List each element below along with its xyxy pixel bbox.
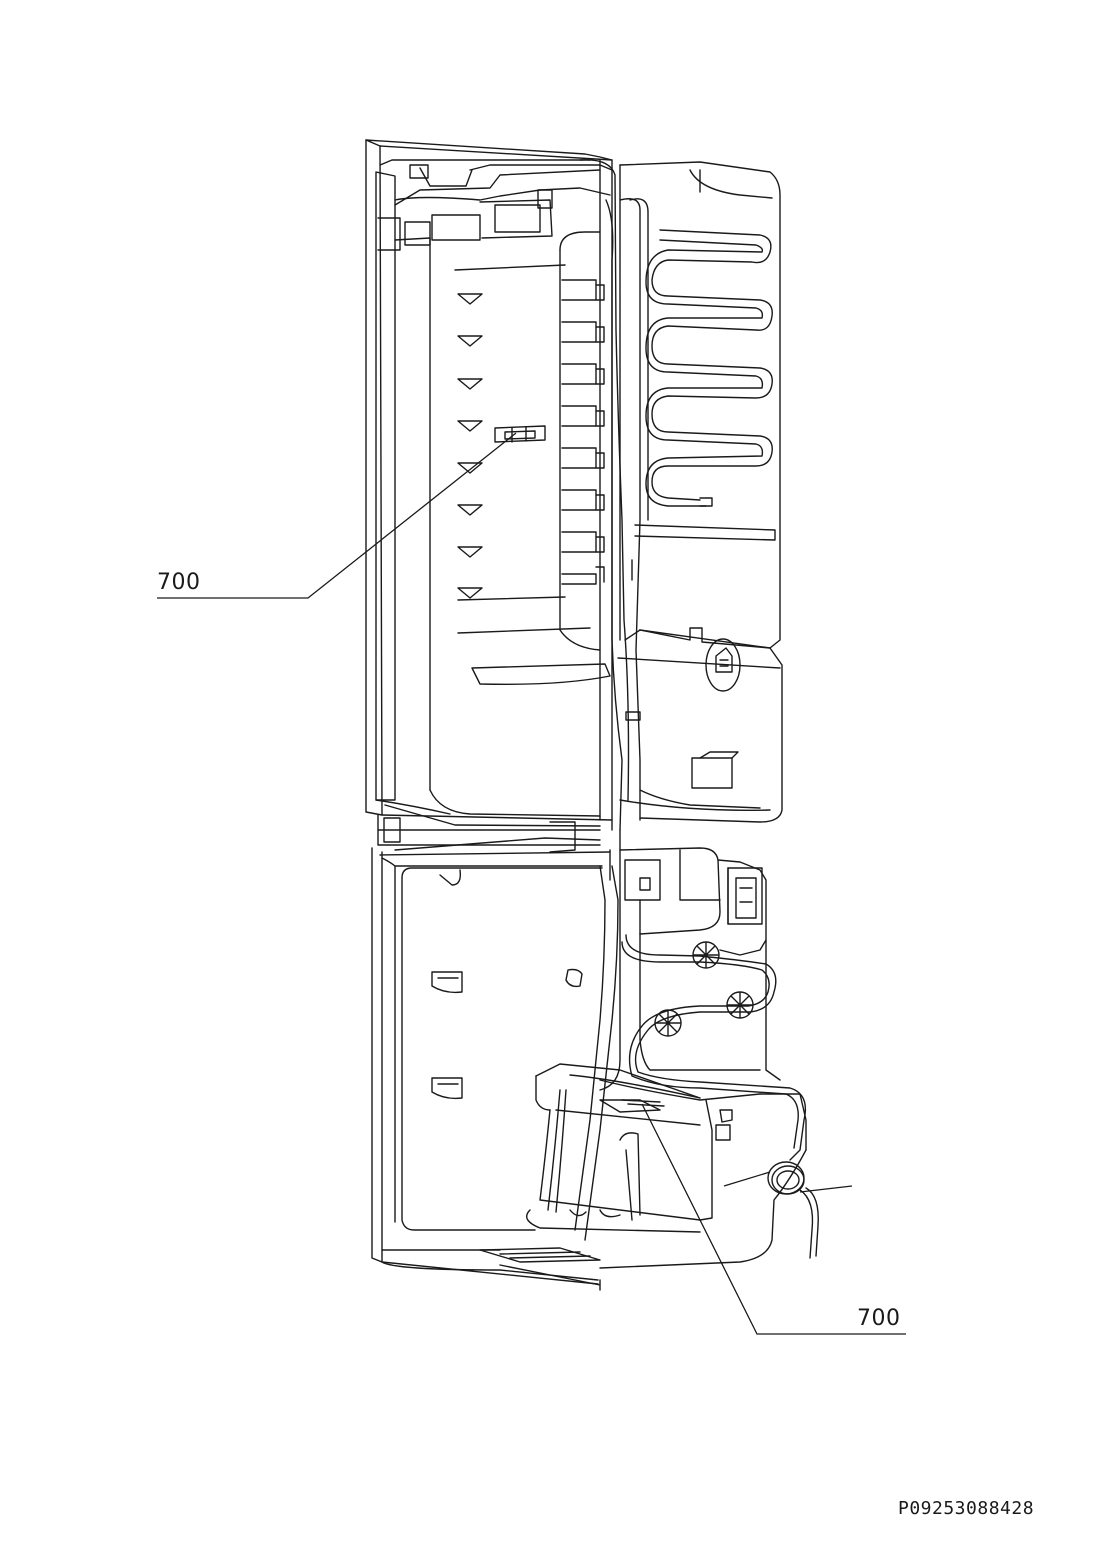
compressor-compartment — [480, 848, 818, 1268]
shelf-support-triangles — [458, 294, 482, 598]
leader-lines — [157, 433, 906, 1334]
evaporator-panel — [620, 162, 780, 648]
condenser-clip-3 — [655, 1010, 681, 1036]
freezer-cabinet — [372, 830, 620, 1290]
shelf-support-column — [562, 280, 604, 584]
condenser-clip-2 — [727, 992, 753, 1018]
fridge-cabinet — [366, 140, 648, 830]
callout-label-right: 700 — [857, 1306, 901, 1331]
mullion — [378, 815, 610, 855]
leader-line-coil — [724, 1172, 852, 1192]
leader-line-left — [157, 433, 516, 598]
fan-housing — [618, 628, 782, 822]
drawing-code: P09253088428 — [898, 1498, 1035, 1519]
part-700-upper — [495, 426, 545, 442]
capillary-coil — [768, 1162, 818, 1258]
leader-line-right — [642, 1104, 906, 1334]
callout-label-left: 700 — [157, 570, 201, 595]
condenser-clip-1 — [693, 942, 719, 968]
